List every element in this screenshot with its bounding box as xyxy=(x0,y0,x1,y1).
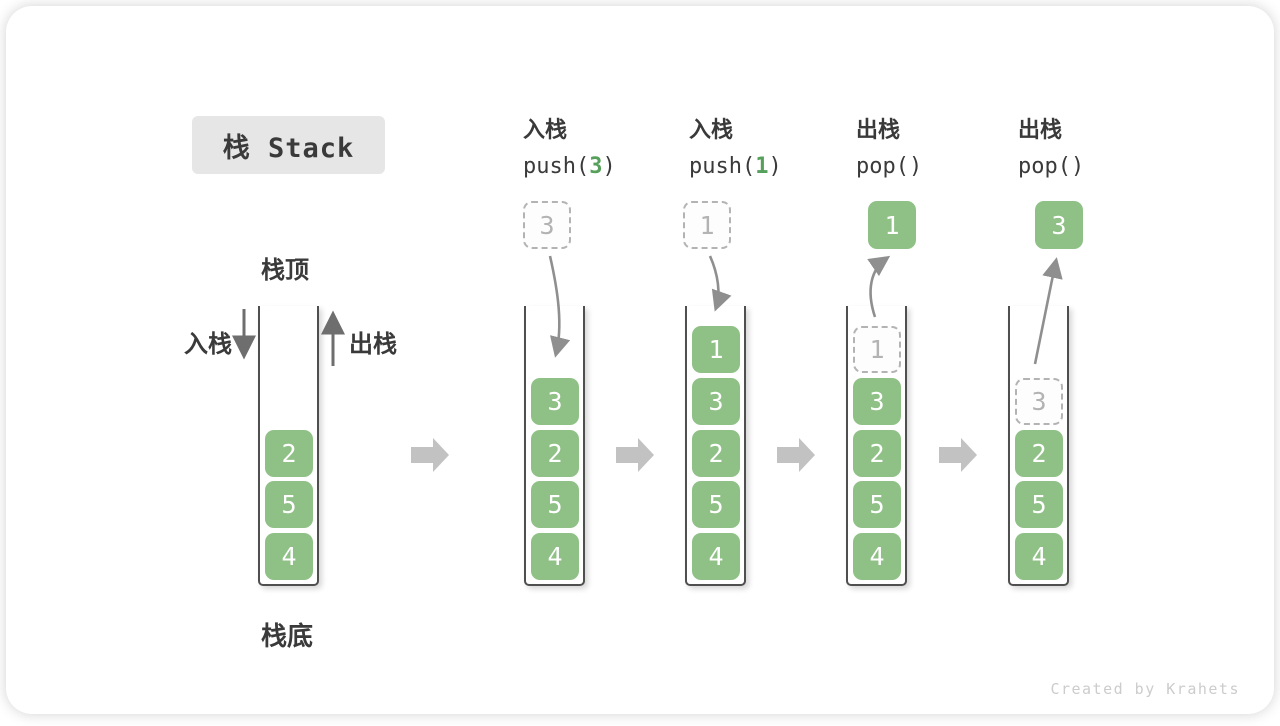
operation-code-arg: 3 xyxy=(589,154,603,179)
stack-cell: 4 xyxy=(853,533,901,580)
title-box: 栈 Stack xyxy=(192,116,385,174)
operation-label-3: 出栈 pop() xyxy=(856,112,1016,179)
stack-cell: 3 xyxy=(853,378,901,425)
operation-code-pre: pop( xyxy=(856,154,909,179)
stack-cell: 2 xyxy=(1015,430,1063,477)
stack-cell-placeholder: 3 xyxy=(1015,378,1063,425)
stack-top-label: 栈顶 xyxy=(261,256,309,284)
stack-cell: 2 xyxy=(531,430,579,477)
stack-cell: 1 xyxy=(692,326,740,373)
stack-cell: 5 xyxy=(1015,481,1063,528)
operation-name: 出栈 xyxy=(856,118,901,143)
operation-code: push(3) xyxy=(523,154,683,179)
operation-code: pop() xyxy=(1018,154,1178,179)
operation-code: push(1) xyxy=(689,154,849,179)
operation-code-pre: pop( xyxy=(1018,154,1071,179)
watermark: Created by Krahets xyxy=(1050,680,1240,698)
operation-name: 出栈 xyxy=(1018,118,1063,143)
operation-code: pop() xyxy=(856,154,1016,179)
stack-cell: 2 xyxy=(692,430,740,477)
operation-code-pre: push( xyxy=(523,154,590,179)
stack-cell-placeholder: 1 xyxy=(853,326,901,373)
stack-cell: 5 xyxy=(531,481,579,528)
pop-side-label: 出栈 xyxy=(349,330,397,358)
stack-cell: 5 xyxy=(265,481,313,528)
operation-code-pre: push( xyxy=(689,154,756,179)
stack-cell: 5 xyxy=(853,481,901,528)
operation-label-2: 入栈 push(1) xyxy=(689,112,849,179)
step-arrow-icon xyxy=(777,438,815,472)
floating-element-solid: 1 xyxy=(868,201,916,249)
operation-code-post: ) xyxy=(908,154,923,179)
operation-code-arg: 1 xyxy=(755,154,769,179)
floating-element-solid: 3 xyxy=(1035,201,1083,249)
operation-name: 入栈 xyxy=(689,118,734,143)
push-1-arrow-icon xyxy=(708,255,732,312)
operation-code-post: ) xyxy=(602,154,616,179)
stack-cell: 4 xyxy=(531,533,579,580)
operation-code-post: ) xyxy=(768,154,782,179)
floating-element-dashed: 3 xyxy=(523,201,571,249)
operation-label-1: 入栈 push(3) xyxy=(523,112,683,179)
stack-cell: 2 xyxy=(853,430,901,477)
step-arrow-icon xyxy=(616,438,654,472)
operation-name: 入栈 xyxy=(523,118,568,143)
stack-cell: 2 xyxy=(265,430,313,477)
operation-label-4: 出栈 pop() xyxy=(1018,112,1178,179)
push-side-label: 入栈 xyxy=(184,330,232,358)
step-arrow-icon xyxy=(411,438,449,472)
stack-cell: 4 xyxy=(692,533,740,580)
step-arrow-icon xyxy=(939,438,977,472)
stack-cell: 4 xyxy=(1015,533,1063,580)
stack-cell: 3 xyxy=(531,378,579,425)
operation-code-post: ) xyxy=(1070,154,1085,179)
stack-cell: 4 xyxy=(265,533,313,580)
floating-element-dashed: 1 xyxy=(683,201,731,249)
stack-bottom-label: 栈底 xyxy=(261,622,314,652)
stack-cell: 5 xyxy=(692,481,740,528)
stack-cell: 3 xyxy=(692,378,740,425)
title-text: 栈 Stack xyxy=(222,132,355,164)
